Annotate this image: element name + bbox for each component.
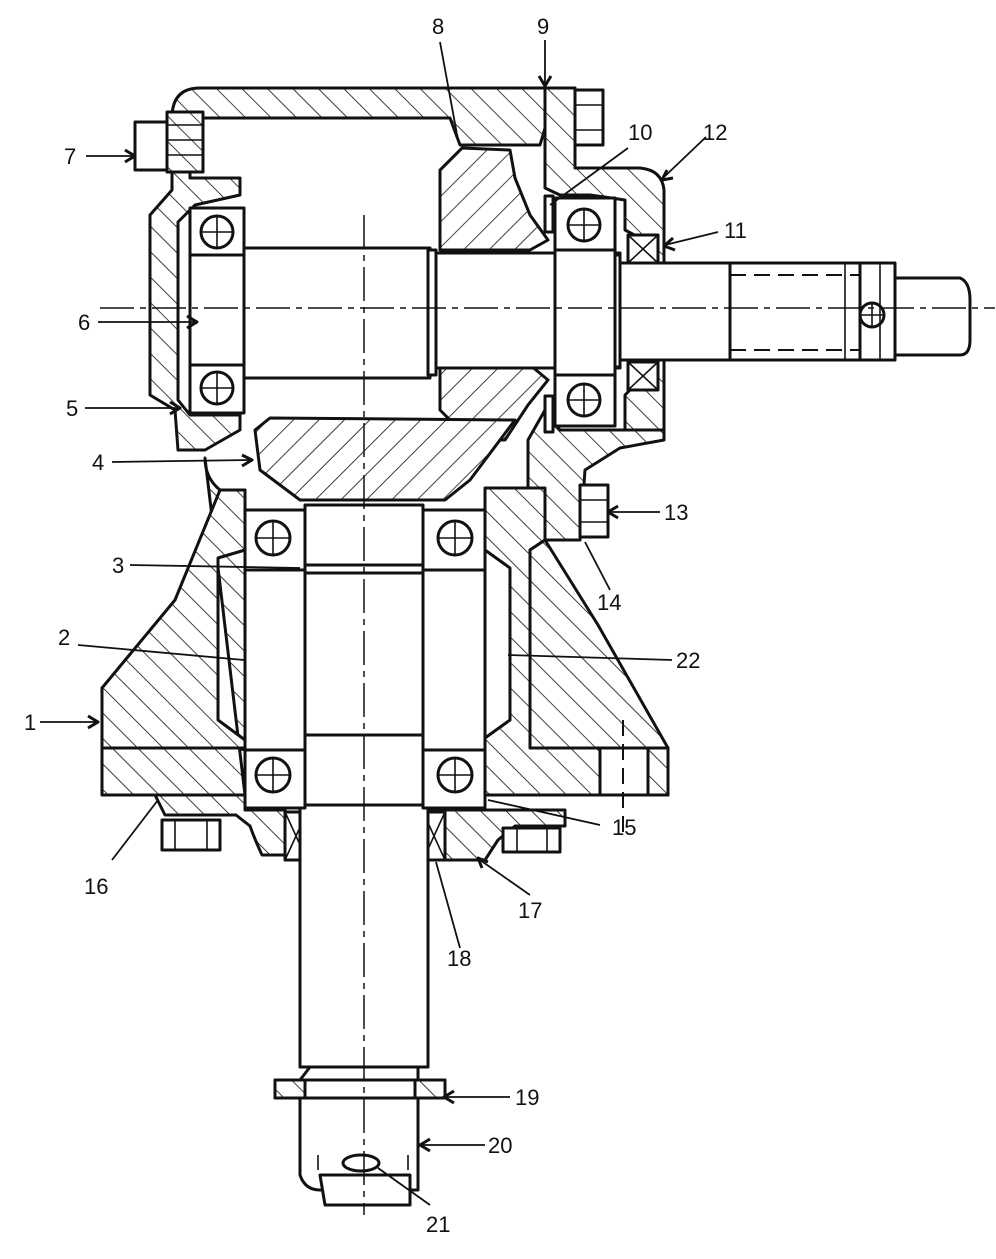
bottom-bolts <box>160 818 562 854</box>
leader-lines <box>40 40 719 1206</box>
callout-4: 4 <box>92 450 104 475</box>
drive-pinion <box>253 416 517 502</box>
callout-2: 2 <box>58 625 70 650</box>
callout-5: 5 <box>66 396 78 421</box>
lower-vertical-bearing <box>243 748 487 810</box>
upper-housing <box>100 86 670 797</box>
callout-17: 17 <box>518 898 542 923</box>
callout-15: 15 <box>612 815 636 840</box>
right-bearing <box>543 194 617 434</box>
callout-12: 12 <box>703 120 727 145</box>
callout-8: 8 <box>432 14 444 39</box>
callout-9: 9 <box>537 14 549 39</box>
horizontal-shaft <box>238 246 972 380</box>
callout-6: 6 <box>78 310 90 335</box>
lower-cover <box>153 793 567 862</box>
callout-1: 1 <box>24 710 36 735</box>
callout-20: 20 <box>488 1133 512 1158</box>
callout-21: 21 <box>426 1212 450 1237</box>
left-bearing <box>188 206 246 415</box>
breather-plug <box>133 110 205 174</box>
output-seal <box>626 233 660 392</box>
callout-10: 10 <box>628 120 652 145</box>
callout-14: 14 <box>597 590 621 615</box>
callout-13: 13 <box>664 500 688 525</box>
callout-11: 11 <box>724 218 747 243</box>
callout-19: 19 <box>515 1085 539 1110</box>
side-bolt <box>578 483 610 539</box>
top-right-bolt <box>573 88 605 147</box>
callout-18: 18 <box>447 946 471 971</box>
upper-vertical-bearing <box>243 508 487 572</box>
callout-22: 22 <box>676 648 700 673</box>
callout-3: 3 <box>112 553 124 578</box>
right-flange <box>598 720 670 840</box>
callout-7: 7 <box>64 144 76 169</box>
callout-labels: 1 2 3 4 5 6 7 8 9 10 11 12 13 14 15 16 1… <box>24 14 747 1237</box>
callout-16: 16 <box>84 874 108 899</box>
bearing-spacer <box>243 568 487 752</box>
